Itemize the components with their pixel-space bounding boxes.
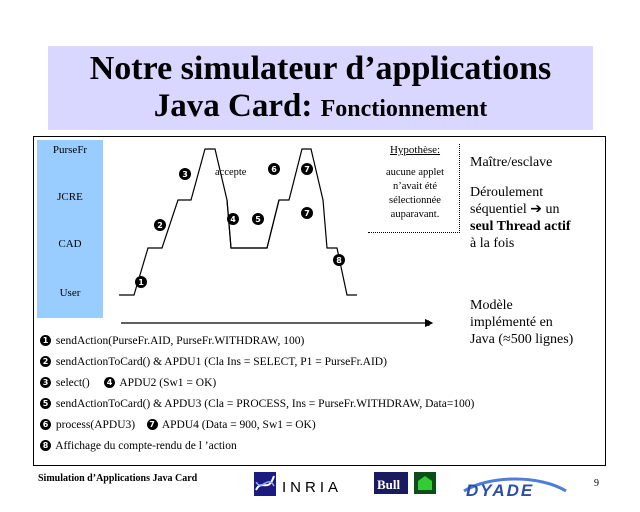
legend-row-4: 5 sendActionToCard() & APDU3 (Cla = PROC… [40, 394, 474, 415]
marker-6: 6 [268, 163, 280, 175]
right-arrow-icon: ➔ [530, 201, 542, 217]
marker-1: 1 [135, 276, 147, 288]
footer-text: Simulation d’Applications Java Card [38, 473, 198, 484]
page-number: 9 [594, 478, 599, 489]
hypothesis-line: n’avait été [392, 181, 437, 192]
marker-4: 4 [227, 213, 239, 225]
legend-marker: 1 [40, 334, 51, 346]
title-line-2: Java Card: Fonctionnement [48, 88, 593, 125]
legend-row-5: 6 process(APDU3) 7 APDU4 (Data = 900, Sw… [40, 415, 474, 436]
note-seq-line-4: à la fois [470, 236, 515, 251]
legend-text: sendActionToCard() & APDU3 (Cla = PROCES… [55, 398, 475, 410]
svg-text:7: 7 [304, 165, 310, 174]
lane-pursefr: PurseFr [52, 144, 88, 156]
legend-row-2: 2 sendActionToCard() & APDU1 (Cla Ins = … [40, 352, 474, 373]
legend-text: process(APDU3) [55, 419, 136, 431]
note-seq-line-2: séquentiel ➔ un [470, 201, 560, 217]
note-seq-line-1: Déroulement [470, 185, 544, 200]
marker-3: 3 [179, 168, 191, 180]
lane-cad: CAD [58, 238, 82, 250]
title-fonctionnement: Fonctionnement [320, 96, 488, 122]
svg-text:2: 2 [157, 221, 163, 230]
marker-7a: 7 [301, 163, 313, 175]
legend-text: sendAction(PurseFr.AID, PurseFr.WITHDRAW… [55, 335, 305, 347]
legend-marker: 2 [40, 355, 51, 367]
title-java-card: Java Card: [153, 88, 313, 124]
title-line-1: Notre simulateur d’applications [89, 50, 552, 87]
time-axis-label: t [427, 317, 430, 329]
marker-5: 5 [252, 213, 264, 225]
note-seq-bold: seul Thread actif [470, 219, 571, 234]
svg-text:4: 4 [230, 215, 236, 224]
legend-text: APDU2 (Sw1 = OK) [119, 377, 217, 389]
marker-2: 2 [154, 219, 166, 231]
note-model-line-1: Modèle [470, 298, 513, 313]
legend: 1 sendAction(PurseFr.AID, PurseFr.WITHDR… [40, 331, 474, 457]
svg-text:3: 3 [182, 170, 188, 179]
svg-text:5: 5 [255, 215, 261, 224]
content-frame [33, 136, 606, 466]
sequence-diagram: t accepte 1 2 3 4 5 6 7 7 8 [119, 148, 434, 329]
note-model-line-3: Java (≈500 lignes) [470, 332, 574, 347]
hypothesis-line: auparavant. [390, 209, 440, 220]
bull-logo: Bull [374, 472, 436, 494]
legend-text: sendActionToCard() & APDU1 (Cla Ins = SE… [55, 356, 387, 368]
legend-marker: 4 [104, 376, 116, 388]
note-sequential: Déroulement séquentiel ➔ un seul Thread … [470, 184, 571, 252]
svg-text:6: 6 [271, 165, 277, 174]
legend-row-1: 1 sendAction(PurseFr.AID, PurseFr.WITHDR… [40, 331, 474, 352]
hypothesis-title: Hypothèse: [389, 144, 441, 156]
legend-marker: 8 [40, 439, 51, 451]
note-model: Modèle implémenté en Java (≈500 lignes) [470, 297, 573, 348]
legend-marker: 6 [40, 418, 51, 430]
lane-jcre: JCRE [57, 191, 83, 203]
dyade-logo: DYADE [463, 477, 567, 499]
legend-marker: 7 [146, 418, 158, 430]
marker-7b: 7 [301, 207, 313, 219]
svg-text:7: 7 [304, 209, 310, 218]
marker-8: 8 [333, 254, 345, 266]
svg-text:DYADE: DYADE [466, 481, 534, 499]
hypothesis: Hypothèse: aucune applet n’avait été sél… [370, 144, 460, 222]
svg-text:8: 8 [336, 256, 342, 265]
note-master-slave: Maître/esclave [470, 155, 553, 170]
legend-text: APDU4 (Data = 900, Sw1 = OK) [161, 419, 316, 431]
svg-text:1: 1 [138, 278, 144, 287]
lane-label-panel: PurseFr JCRE CAD User [37, 140, 103, 318]
note-model-line-2: implémenté en [470, 315, 553, 330]
svg-text:INRIA: INRIA [282, 479, 342, 496]
legend-marker: 3 [40, 376, 51, 388]
legend-text: Affichage du compte-rendu de l ’action [55, 440, 237, 452]
inria-logo: INRIA [254, 472, 342, 496]
svg-text:Bull: Bull [377, 477, 401, 492]
legend-text: select() [55, 377, 90, 389]
hypothesis-body: aucune applet n’avait été sélectionnée a… [370, 166, 460, 222]
accepte-label: accepte [215, 167, 247, 178]
legend-marker: 5 [40, 397, 51, 409]
legend-row-3: 3 select() 4 APDU2 (Sw1 = OK) [40, 373, 474, 394]
hypothesis-line: sélectionnée [389, 195, 441, 206]
lane-user: User [59, 287, 81, 299]
title-banner: Notre simulateur d’applications Java Car… [48, 46, 593, 130]
hypothesis-line: aucune applet [385, 167, 444, 178]
legend-row-6: 8 Affichage du compte-rendu de l ’action [40, 436, 474, 457]
flow-line-return [226, 199, 280, 249]
hypothesis-box [368, 144, 460, 233]
